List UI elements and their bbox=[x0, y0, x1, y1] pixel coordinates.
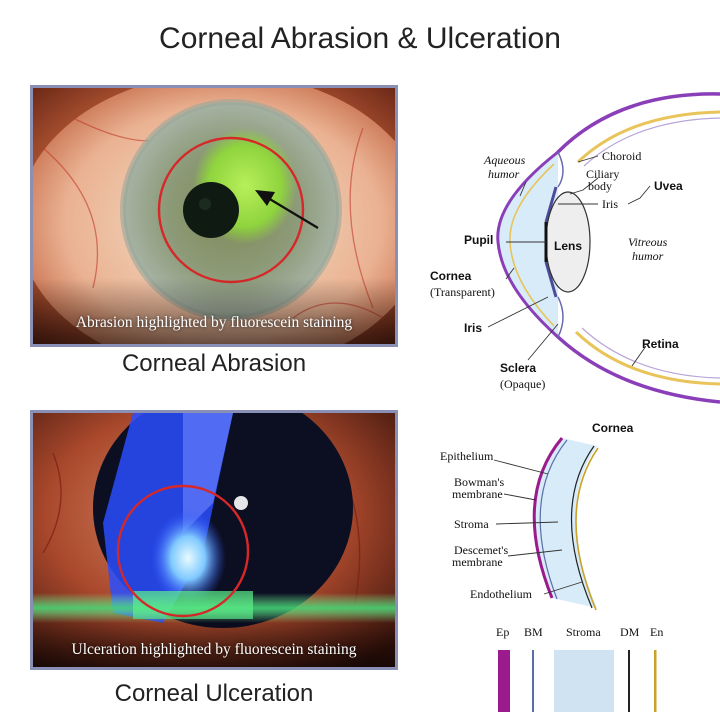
legend-swatch-stroma bbox=[554, 650, 614, 712]
abrasion-eye-image bbox=[33, 88, 395, 344]
stroma-label: Stroma bbox=[454, 517, 489, 531]
vitreous-humor-label-2: humor bbox=[632, 249, 664, 263]
choroid-outline bbox=[574, 110, 720, 386]
sclera-label-1: Sclera bbox=[500, 361, 536, 375]
lens-label: Lens bbox=[554, 239, 582, 253]
abrasion-photo: Abrasion highlighted by fluorescein stai… bbox=[30, 85, 398, 347]
legend-label-dm: DM bbox=[620, 625, 640, 639]
ulceration-photo-caption: Ulceration highlighted by fluorescein st… bbox=[71, 641, 357, 658]
iris-bottom-label: Iris bbox=[464, 321, 482, 335]
cornea-layers-diagram: Cornea Epithelium Bowman's membrane Stro… bbox=[440, 421, 634, 611]
legend-swatch-bm bbox=[532, 650, 534, 712]
pupil-label: Pupil bbox=[464, 233, 493, 247]
retina-label: Retina bbox=[642, 337, 679, 351]
iris-shape bbox=[544, 186, 558, 298]
legend-label-stroma: Stroma bbox=[566, 625, 601, 639]
cornea-label-2: (Transparent) bbox=[430, 285, 495, 299]
descemet-label-2: membrane bbox=[452, 555, 503, 569]
bowman-label-1: Bowman's bbox=[454, 475, 504, 489]
legend-label-ep: Ep bbox=[496, 625, 509, 639]
abrasion-label: Corneal Abrasion bbox=[121, 350, 307, 377]
descemet-layer bbox=[570, 445, 595, 609]
choroid-label: Choroid bbox=[602, 149, 641, 163]
legend-swatch-en bbox=[654, 650, 657, 712]
pointer-arrow bbox=[267, 197, 319, 229]
ciliary-body-label-2: body bbox=[588, 179, 612, 193]
cornea-title: Cornea bbox=[592, 421, 634, 435]
page-title: Corneal Abrasion & Ulceration bbox=[159, 22, 561, 55]
endothelium-label: Endothelium bbox=[470, 587, 533, 601]
endothelium-layer bbox=[575, 447, 599, 611]
cornea-label-1: Cornea bbox=[430, 269, 472, 283]
legend-swatch-dm bbox=[628, 650, 630, 712]
descemet-label-1: Descemet's bbox=[454, 543, 508, 557]
legend-label-bm: BM bbox=[524, 625, 543, 639]
ulceration-label: Corneal Ulceration bbox=[114, 680, 314, 707]
sclera-label-2: (Opaque) bbox=[500, 377, 545, 391]
eye-anatomy-diagram: Aqueous humor Choroid Ciliary body Uvea … bbox=[430, 92, 720, 404]
iris-top-label: Iris bbox=[602, 197, 618, 211]
layer-legend: Ep BM Stroma DM En bbox=[496, 625, 663, 712]
legend-label-en: En bbox=[650, 625, 663, 639]
epithelium-label: Epithelium bbox=[440, 449, 494, 463]
cornea-shape bbox=[496, 150, 559, 339]
abrasion-photo-caption: Abrasion highlighted by fluorescein stai… bbox=[75, 314, 353, 331]
ulceration-photo: Ulceration highlighted by fluorescein st… bbox=[30, 410, 398, 670]
bowman-label-2: membrane bbox=[452, 487, 503, 501]
aqueous-humor-label-2: humor bbox=[488, 167, 520, 181]
uvea-label: Uvea bbox=[654, 179, 683, 193]
aqueous-humor-label-1: Aqueous bbox=[483, 153, 526, 167]
legend-swatch-ep bbox=[498, 650, 510, 712]
ulceration-eye-image bbox=[33, 413, 395, 667]
epithelium-layer bbox=[532, 437, 564, 599]
ciliary-body-label-1: Ciliary bbox=[586, 167, 619, 181]
stroma-band bbox=[534, 438, 597, 608]
vitreous-humor-label-1: Vitreous bbox=[628, 235, 668, 249]
bowman-layer bbox=[539, 439, 568, 600]
